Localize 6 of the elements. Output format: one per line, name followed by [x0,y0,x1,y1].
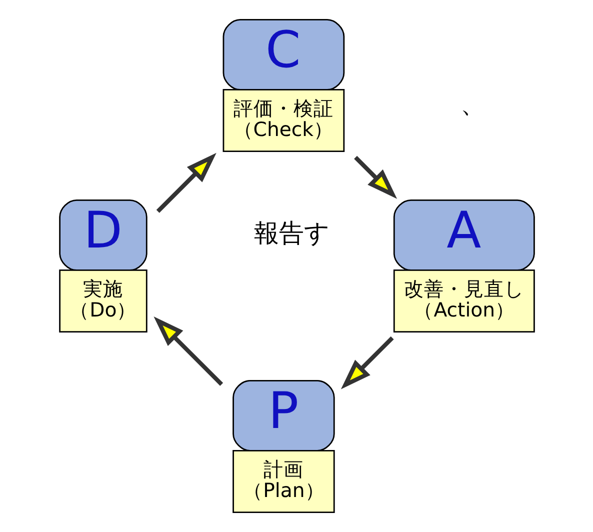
arrow [340,336,394,390]
arrow [153,316,223,386]
label: 、 [460,89,485,118]
label: 報告す [254,218,330,248]
arrow [354,156,397,199]
arrow [156,152,216,213]
